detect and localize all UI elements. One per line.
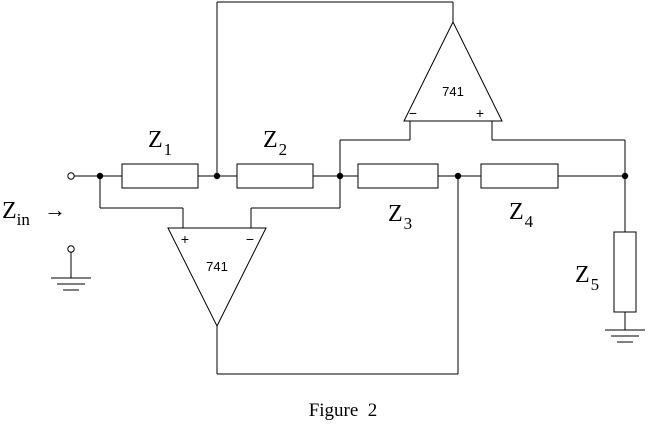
opamp-bottom-minus: − [246, 231, 254, 247]
resistor-z3 [357, 163, 439, 189]
junction-dot [213, 172, 221, 180]
opamp-bottom-plus: + [181, 231, 189, 247]
ground-symbol-z5 [605, 329, 645, 343]
junction-dot [621, 172, 629, 180]
opamp-top-label: 741 [442, 84, 464, 99]
label-z4: Z4 [509, 199, 534, 231]
junction-dot [454, 172, 462, 180]
opamp-top [403, 20, 503, 122]
figure-caption: Figure 2 [309, 400, 378, 421]
label-z3: Z3 [388, 201, 412, 233]
opamp-bottom-label: 741 [206, 259, 228, 274]
opamp-top-minus: − [409, 105, 417, 121]
label-z5: Z5 [575, 262, 599, 294]
input-terminal-bottom [67, 245, 75, 253]
junction-dot [96, 172, 104, 180]
junction-dot [336, 172, 344, 180]
ground-symbol-input [51, 277, 91, 291]
resistor-z5 [613, 231, 637, 313]
resistor-z4 [480, 163, 559, 189]
label-z2: Z2 [263, 127, 287, 159]
label-zin: Zin [2, 198, 30, 229]
label-z1: Z1 [148, 127, 172, 159]
opamp-top-plus: + [476, 105, 484, 121]
resistor-z1 [121, 163, 199, 189]
opamp-bottom [167, 227, 267, 328]
zin-arrow-icon: → [44, 197, 66, 222]
resistor-z2 [236, 163, 314, 189]
input-terminal-top [67, 172, 75, 180]
